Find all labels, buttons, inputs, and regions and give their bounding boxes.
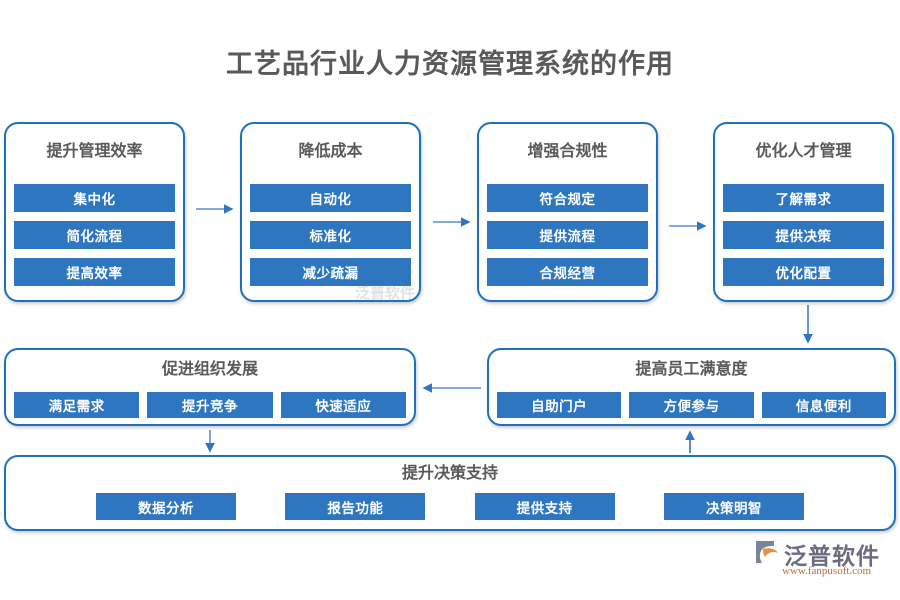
card-item[interactable]: 减少疏漏 [250,258,411,286]
card-item[interactable]: 标准化 [250,221,411,249]
card-improve-employee-satisfaction[interactable]: 提高员工满意度 自助门户 方便参与 信息便利 [487,348,896,426]
card-item[interactable]: 合规经营 [487,258,648,286]
card-enhance-compliance[interactable]: 增强合规性 符合规定 提供流程 合规经营 [477,122,658,302]
card-item[interactable]: 提升竞争 [147,392,273,418]
card-improve-decision-support[interactable]: 提升决策支持 数据分析 报告功能 提供支持 决策明智 [4,455,896,531]
card-item-list: 自动化 标准化 减少疏漏 [250,184,411,286]
card-item-list: 了解需求 提供决策 优化配置 [723,184,884,286]
card-item[interactable]: 集中化 [14,184,175,212]
card-item-list: 自助门户 方便参与 信息便利 [497,392,886,418]
card-title: 增强合规性 [527,143,608,160]
card-item[interactable]: 自动化 [250,184,411,212]
card-item[interactable]: 方便参与 [629,392,754,418]
card-title: 降低成本 [298,143,363,160]
card-item-list: 符合规定 提供流程 合规经营 [487,184,648,286]
card-item[interactable]: 自助门户 [497,392,622,418]
card-item[interactable]: 优化配置 [723,258,884,286]
card-item-list: 集中化 简化流程 提高效率 [14,184,175,286]
brand-logo: 泛普软件 www.fanpusoft.com [752,537,892,587]
center-watermark: 泛普软件 [355,285,416,302]
card-item[interactable]: 提供支持 [474,493,615,520]
card-item[interactable]: 简化流程 [14,221,175,249]
card-item[interactable]: 数据分析 [96,493,236,520]
card-item[interactable]: 提供决策 [723,221,884,249]
card-item[interactable]: 报告功能 [285,493,426,520]
card-item-list: 满足需求 提升竞争 快速适应 [14,392,406,418]
card-improve-efficiency[interactable]: 提升管理效率 集中化 简化流程 提高效率 [4,122,185,302]
page-title: 工艺品行业人力资源管理系统的作用 [226,49,674,79]
card-title: 提高员工满意度 [635,361,748,378]
card-optimize-talent[interactable]: 优化人才管理 了解需求 提供决策 优化配置 [713,122,894,302]
fanpu-logo-icon [756,541,778,563]
card-item[interactable]: 满足需求 [14,392,140,418]
card-item[interactable]: 提供流程 [487,221,648,249]
card-item[interactable]: 符合规定 [487,184,648,212]
card-item[interactable]: 快速适应 [280,392,406,418]
card-title: 提升管理效率 [46,143,143,160]
card-item[interactable]: 了解需求 [723,184,884,212]
card-title: 提升决策支持 [401,465,498,482]
card-item-list: 数据分析 报告功能 提供支持 决策明智 [96,493,804,520]
card-item[interactable]: 决策明智 [663,493,804,520]
card-title: 优化人才管理 [755,143,852,160]
card-title: 促进组织发展 [161,361,258,378]
card-item[interactable]: 提高效率 [14,258,175,286]
card-promote-organization-development[interactable]: 促进组织发展 满足需求 提升竞争 快速适应 [4,348,416,426]
logo-url-text: www.fanpusoft.com [782,565,872,577]
card-item[interactable]: 信息便利 [761,392,886,418]
logo-brand-text: 泛普软件 [784,543,880,569]
card-reduce-cost[interactable]: 降低成本 自动化 标准化 减少疏漏 [240,122,421,302]
